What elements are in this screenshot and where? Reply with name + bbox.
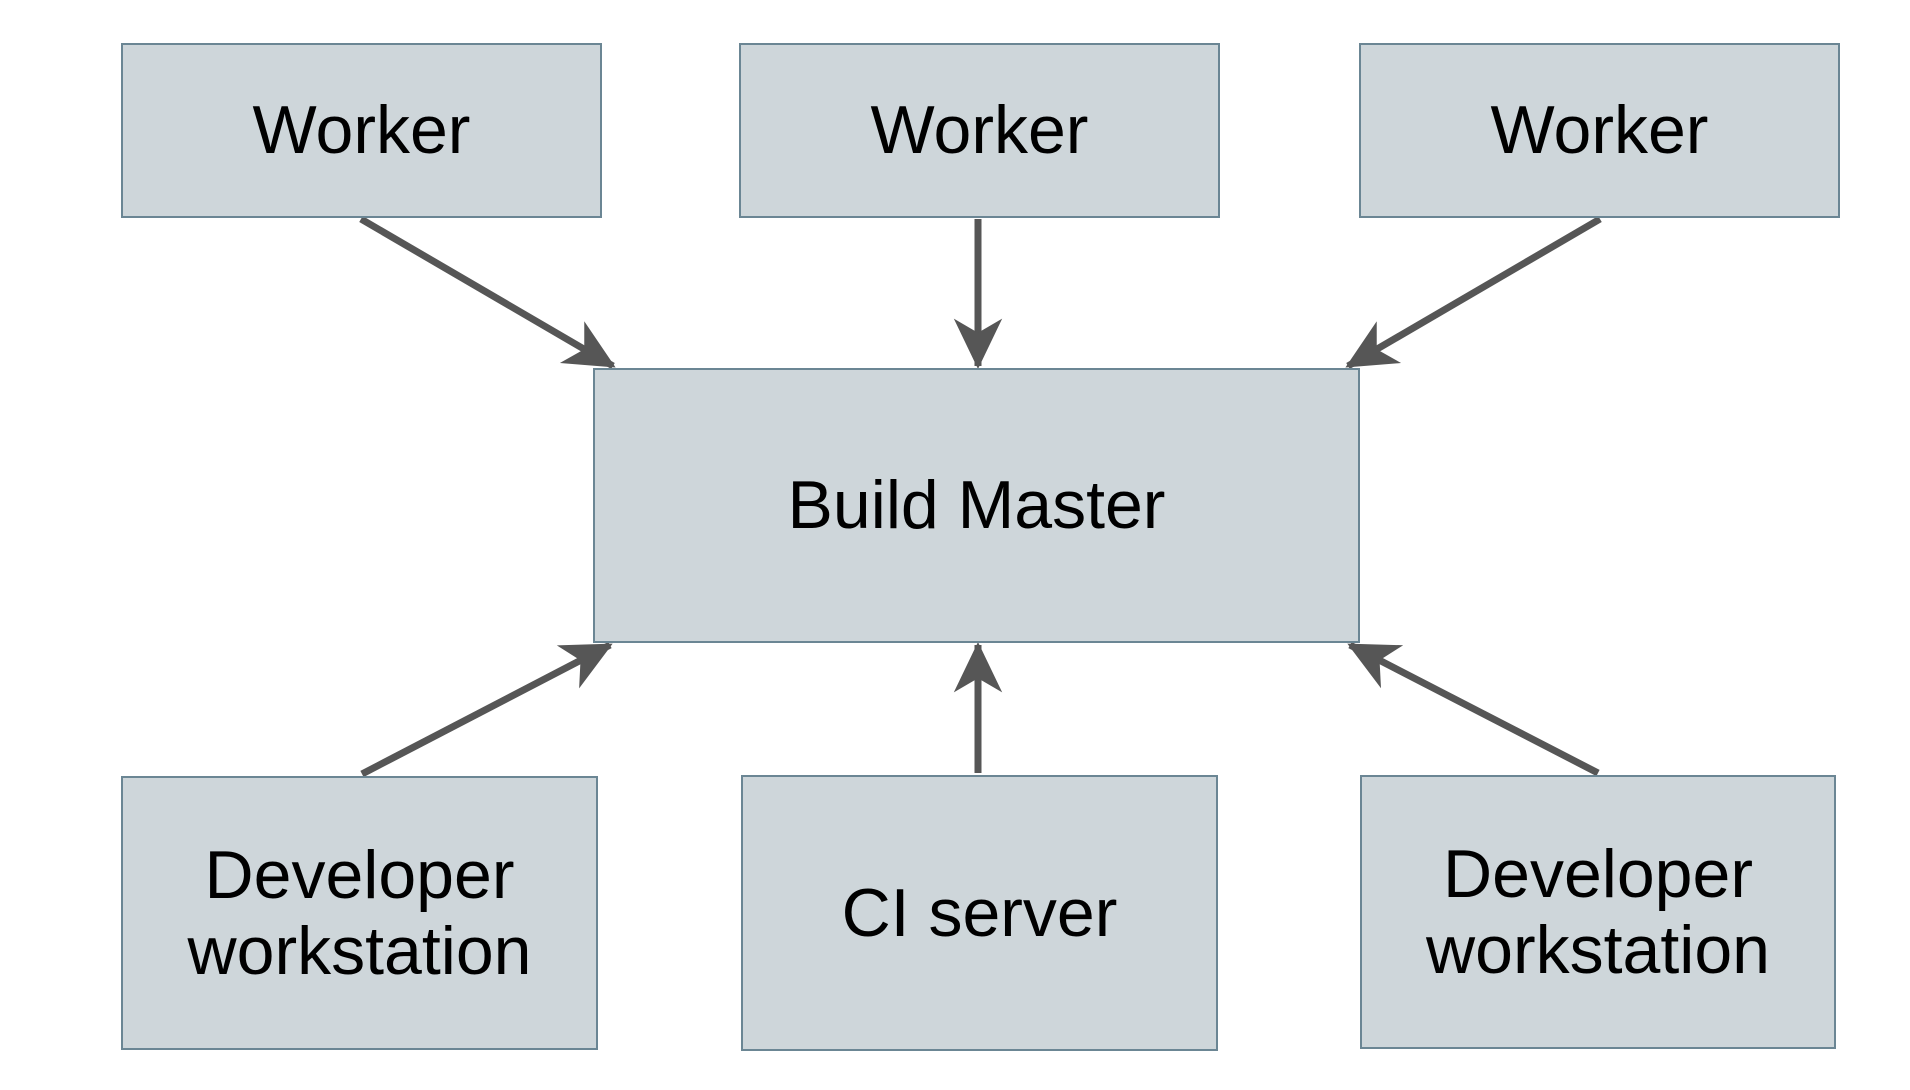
- node-worker-1-label: Worker: [252, 92, 471, 169]
- node-worker-2-label: Worker: [870, 92, 1089, 169]
- edge-worker-1-to-build-master: [359, 215, 616, 370]
- node-developer-workstation-right-label: Developer workstation: [1426, 835, 1770, 988]
- node-ci-server[interactable]: CI server: [741, 775, 1218, 1051]
- node-developer-workstation-left[interactable]: Developer workstation: [121, 776, 598, 1050]
- node-build-master[interactable]: Build Master: [593, 368, 1360, 643]
- node-ci-server-label: CI server: [841, 874, 1118, 951]
- node-worker-2[interactable]: Worker: [739, 43, 1220, 218]
- node-worker-3[interactable]: Worker: [1359, 43, 1840, 218]
- node-developer-workstation-left-label: Developer workstation: [187, 836, 532, 989]
- node-developer-workstation-right[interactable]: Developer workstation: [1360, 775, 1836, 1049]
- node-worker-3-label: Worker: [1490, 92, 1709, 169]
- edge-developer-workstation-right-to-build-master: [1347, 641, 1600, 777]
- edge-worker-3-to-build-master: [1345, 215, 1602, 370]
- node-worker-1[interactable]: Worker: [121, 43, 602, 218]
- edge-developer-workstation-left-to-build-master: [360, 641, 613, 778]
- node-build-master-label: Build Master: [787, 467, 1166, 544]
